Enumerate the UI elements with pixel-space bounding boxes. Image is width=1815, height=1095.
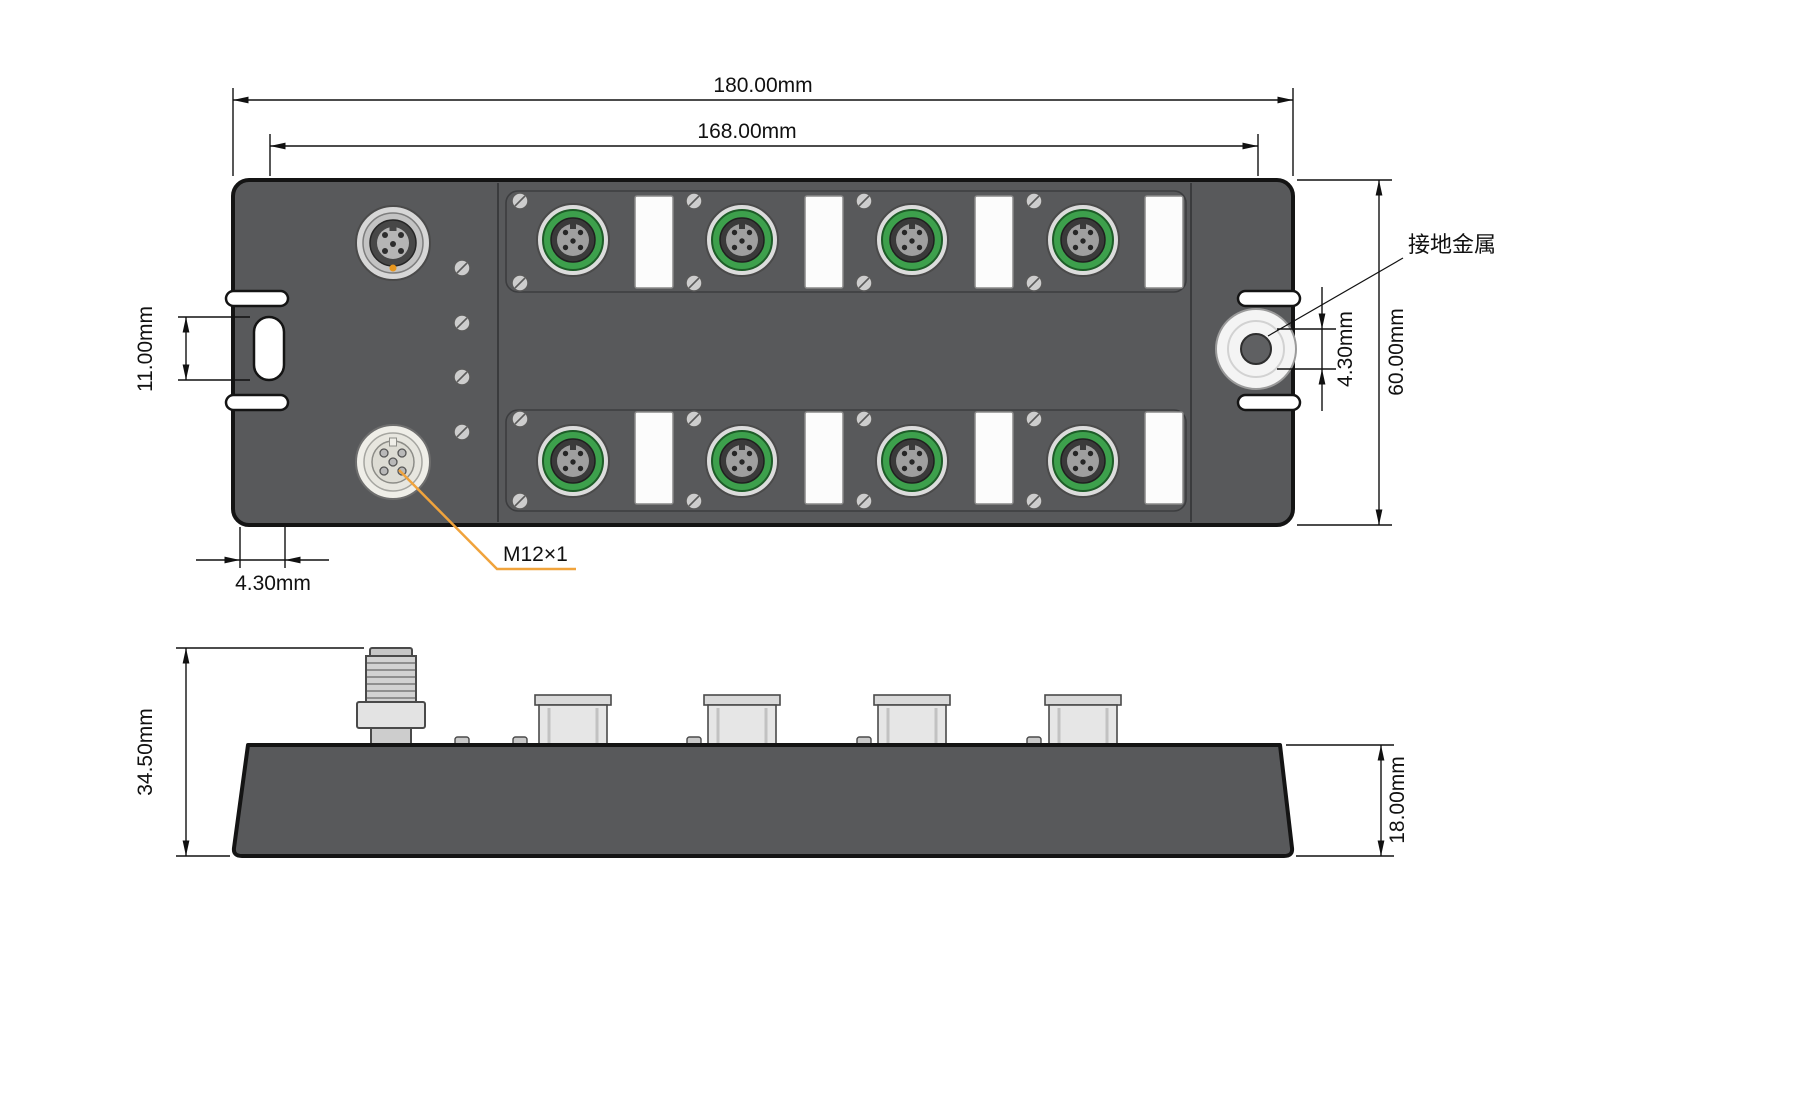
- side-power-connector: [356, 647, 426, 747]
- m12-port: [875, 424, 949, 498]
- ear-relief-notch: [224, 393, 290, 412]
- label-window: [634, 195, 674, 289]
- dim-overall-height-label: 60.00mm: [1385, 308, 1408, 396]
- dim-ground-offset-label: 4.30mm: [1334, 311, 1357, 387]
- mounting-ear-left: [224, 289, 290, 412]
- m12-port: [1046, 424, 1120, 498]
- thread-callout: M12×1: [398, 469, 576, 571]
- label-window: [1144, 195, 1184, 289]
- dim-mount-spacing: 168.00mm: [269, 120, 1259, 176]
- dim-body-height: 18.00mm: [1286, 744, 1409, 857]
- port-panel-bottom-row: [505, 409, 1187, 512]
- orientation-dot: [389, 264, 397, 272]
- m12-port: [1046, 203, 1120, 277]
- dim-overall-width: 180.00mm: [232, 74, 1294, 176]
- thread-label: M12×1: [503, 543, 568, 566]
- m12-port: [875, 203, 949, 277]
- dim-edge-offset-left: 4.30mm: [196, 527, 329, 595]
- mounting-slot: [252, 315, 286, 382]
- ear-relief-notch: [1236, 289, 1302, 308]
- label-window: [974, 195, 1014, 289]
- enclosure-body-side-view: [231, 743, 1295, 858]
- ground-metal-label: 接地金属: [1408, 233, 1496, 258]
- dim-slot-height: 11.00mm: [134, 306, 250, 392]
- dim-overall-height: 60.00mm: [1297, 179, 1408, 526]
- m12-port: [705, 203, 779, 277]
- side-view: [231, 647, 1295, 858]
- dim-mount-spacing-label: 168.00mm: [697, 120, 796, 143]
- dim-total-height: 34.50mm: [134, 647, 364, 857]
- side-port-cylinder: [702, 693, 782, 747]
- mounting-ear-right: [1215, 289, 1302, 412]
- grounding-metal-ring: [1227, 320, 1285, 378]
- grounding-hole: [1240, 333, 1272, 365]
- m12-port: [536, 203, 610, 277]
- m12-port: [705, 424, 779, 498]
- side-port-cylinder: [872, 693, 952, 747]
- dim-edge-offset-left-label: 4.30mm: [235, 572, 311, 595]
- dim-ground-offset: 4.30mm: [1277, 287, 1357, 411]
- side-port-cylinder: [1043, 693, 1123, 747]
- dim-overall-width-label: 180.00mm: [713, 74, 812, 97]
- label-window: [804, 411, 844, 505]
- m12-bus-connector: [355, 205, 431, 281]
- ground-metal-callout: 接地金属: [1267, 233, 1496, 337]
- side-port-cylinder: [533, 693, 613, 747]
- label-window: [974, 411, 1014, 505]
- label-window: [1144, 411, 1184, 505]
- ear-relief-notch: [1236, 393, 1302, 412]
- dim-slot-height-label: 11.00mm: [134, 306, 157, 392]
- dim-total-height-label: 34.50mm: [134, 708, 157, 796]
- port-panel-top-row: [505, 190, 1187, 293]
- m12-power-connector: [355, 424, 431, 500]
- ear-relief-notch: [224, 289, 290, 308]
- dim-body-height-label: 18.00mm: [1386, 756, 1409, 844]
- label-window: [804, 195, 844, 289]
- top-view: [224, 178, 1302, 527]
- label-window: [634, 411, 674, 505]
- m12-port: [536, 424, 610, 498]
